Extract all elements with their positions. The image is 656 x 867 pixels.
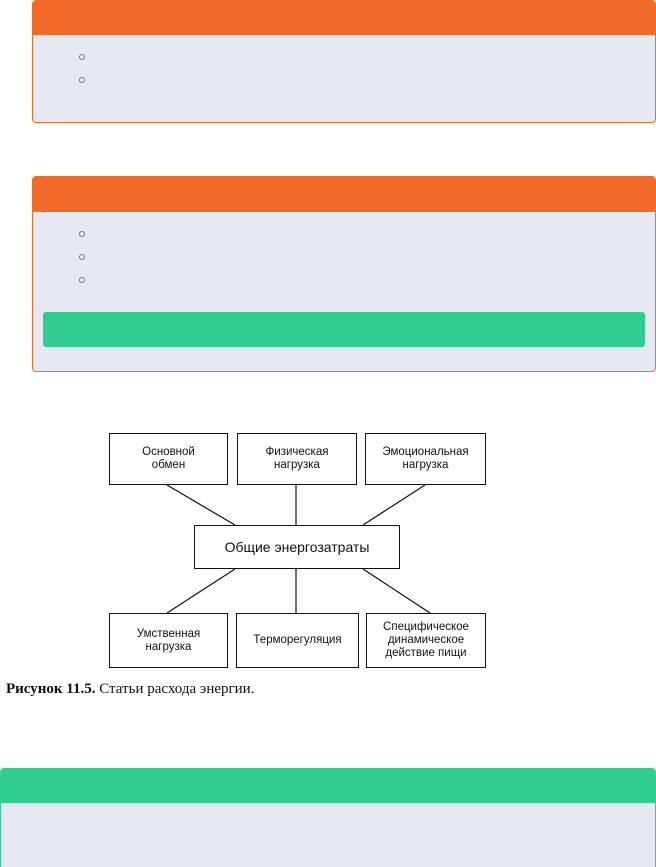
node-specific-dynamic-action: Специфическое динамическое действие пищи: [366, 613, 486, 668]
card-header: [33, 177, 655, 212]
info-card-1: [32, 0, 656, 123]
caption-text: Статьи расхода энергии.: [95, 681, 255, 697]
card-header: [33, 1, 655, 35]
bullet-list: [33, 35, 655, 92]
list-item: [79, 246, 655, 269]
caption-label: Рисунок 11.5.: [6, 681, 96, 697]
list-item: [79, 69, 655, 92]
list-item: [79, 223, 655, 246]
node-emotional-load: Эмоциональная нагрузка: [365, 433, 486, 485]
bullet-list: [33, 212, 655, 292]
highlight-bar: [43, 312, 645, 347]
card-header: [1, 769, 655, 803]
info-card-3: [0, 768, 656, 867]
node-total-energy: Общие энергозатраты: [194, 525, 400, 569]
list-item: [79, 269, 655, 292]
node-basal-metabolism: Основной обмен: [109, 433, 228, 485]
list-item: [79, 46, 655, 69]
node-mental-load: Умственная нагрузка: [109, 613, 228, 668]
info-card-2: [32, 176, 656, 372]
connector-line: [362, 568, 431, 614]
connector-line: [166, 568, 236, 614]
connector-line: [362, 484, 426, 526]
node-physical-load: Физическая нагрузка: [237, 433, 357, 485]
connector-line: [166, 484, 236, 526]
node-thermoregulation: Терморегуляция: [236, 613, 359, 668]
connector-lines: [166, 484, 431, 614]
figure-caption: Рисунок 11.5. Статьи расхода энергии.: [6, 681, 254, 698]
